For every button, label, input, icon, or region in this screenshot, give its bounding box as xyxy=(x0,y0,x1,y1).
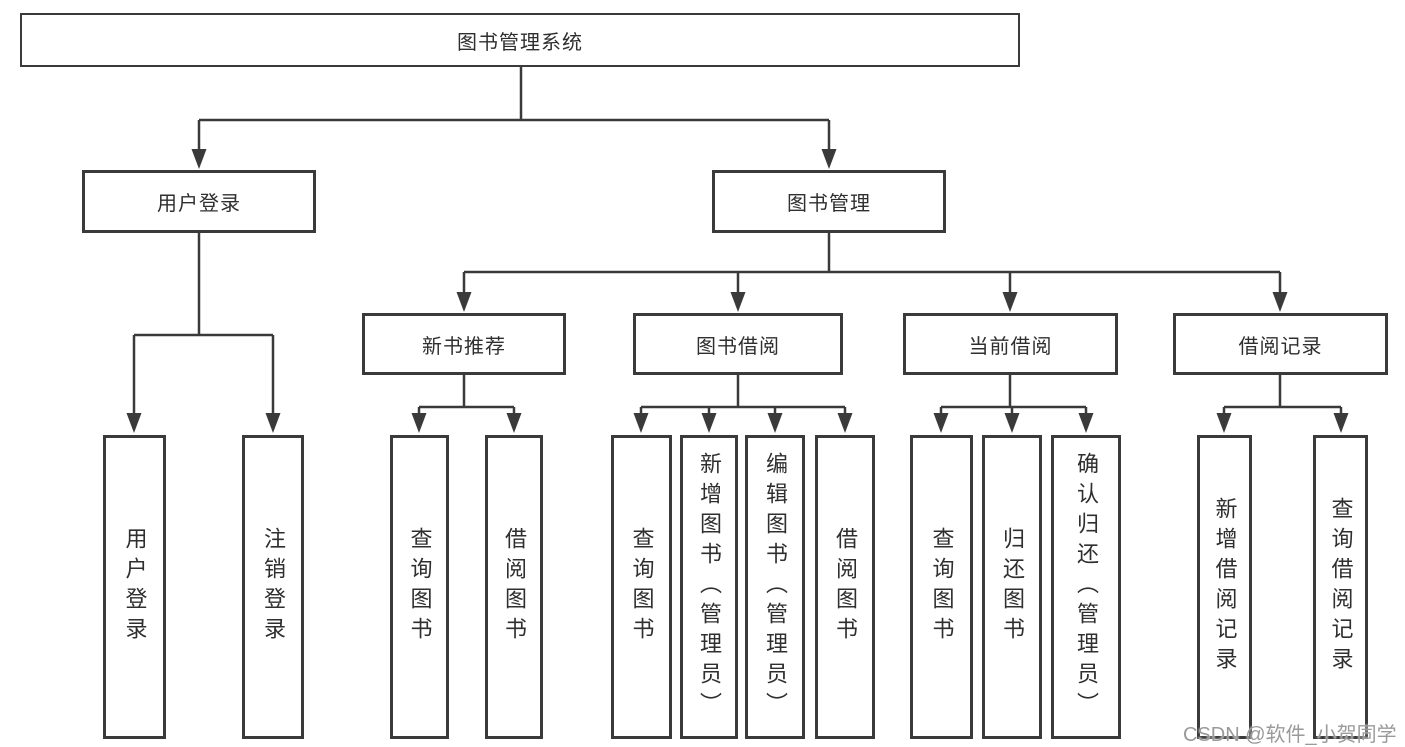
node-leaf-bw-query: 查询图书 xyxy=(611,435,672,739)
node-leaf-cur-return-label: 归还图书 xyxy=(1000,527,1025,647)
node-leaf-login-label: 用户登录 xyxy=(122,527,148,647)
arrowheads xyxy=(126,149,1349,433)
node-leaf-bw-edit-label: 编辑图书（管理员） xyxy=(763,452,788,722)
node-user-login: 用户登录 xyxy=(82,170,316,233)
node-leaf-cur-confirm: 确认归还（管理员） xyxy=(1051,435,1121,739)
node-leaf-cur-confirm-label: 确认归还（管理员） xyxy=(1074,452,1099,722)
node-leaf-bw-borrow-label: 借阅图书 xyxy=(833,527,858,647)
node-leaf-nb-borrow-label: 借阅图书 xyxy=(502,527,527,647)
arrow-current xyxy=(1002,292,1018,312)
node-records: 借阅记录 xyxy=(1173,313,1388,375)
node-records-label: 借阅记录 xyxy=(1238,335,1323,358)
node-leaf-rec-query-label: 查询借阅记录 xyxy=(1328,497,1354,677)
watermark: CSDN @软件_小贺同学 xyxy=(1183,724,1397,746)
node-leaf-login: 用户登录 xyxy=(103,435,166,739)
arrow-records xyxy=(1272,292,1288,312)
node-leaf-rec-add: 新增借阅记录 xyxy=(1197,435,1252,739)
arrow-new-books xyxy=(456,292,472,312)
node-leaf-cur-return: 归还图书 xyxy=(982,435,1042,739)
arrow-bw-edit xyxy=(767,413,783,433)
arrow-book-mgmt xyxy=(821,149,837,169)
arrow-borrowing xyxy=(730,292,746,312)
node-current: 当前借阅 xyxy=(903,313,1118,375)
node-leaf-bw-add-label: 新增图书（管理员） xyxy=(697,452,722,722)
node-leaf-bw-query-label: 查询图书 xyxy=(629,527,655,647)
node-borrowing-label: 图书借阅 xyxy=(696,335,780,358)
node-book-mgmt: 图书管理 xyxy=(712,170,946,233)
node-leaf-cur-query: 查询图书 xyxy=(910,435,973,739)
node-leaf-logout: 注销登录 xyxy=(242,435,304,739)
node-book-mgmt-label: 图书管理 xyxy=(787,193,871,215)
arrow-bw-borrow xyxy=(837,413,853,433)
node-user-login-label: 用户登录 xyxy=(157,193,241,215)
arrow-cur-return xyxy=(1004,413,1020,433)
node-leaf-bw-borrow: 借阅图书 xyxy=(815,435,875,739)
node-root-label: 图书管理系统 xyxy=(457,31,583,54)
arrow-logout xyxy=(265,413,281,433)
node-leaf-cur-query-label: 查询图书 xyxy=(929,527,955,647)
node-leaf-rec-add-label: 新增借阅记录 xyxy=(1212,497,1238,677)
arrow-rec-add xyxy=(1216,413,1232,433)
arrow-login xyxy=(126,413,142,433)
arrow-nb-borrow xyxy=(506,413,522,433)
arrow-bw-add xyxy=(701,413,717,433)
arrow-cur-confirm xyxy=(1078,413,1094,433)
arrow-cur-query xyxy=(933,413,949,433)
arrow-rec-query xyxy=(1333,413,1349,433)
arrow-bw-query xyxy=(633,413,649,433)
node-leaf-nb-query: 查询图书 xyxy=(390,435,449,739)
node-leaf-logout-label: 注销登录 xyxy=(261,527,286,647)
node-current-label: 当前借阅 xyxy=(968,335,1053,358)
arrow-nb-query xyxy=(411,413,427,433)
node-leaf-nb-borrow: 借阅图书 xyxy=(485,435,543,739)
node-leaf-bw-edit: 编辑图书（管理员） xyxy=(745,435,805,739)
node-new-books-label: 新书推荐 xyxy=(422,335,506,358)
arrow-user-login xyxy=(191,149,207,169)
node-leaf-bw-add: 新增图书（管理员） xyxy=(680,435,738,739)
node-new-books: 新书推荐 xyxy=(362,313,566,375)
node-leaf-rec-query: 查询借阅记录 xyxy=(1313,435,1368,739)
node-leaf-nb-query-label: 查询图书 xyxy=(407,527,433,647)
node-borrowing: 图书借阅 xyxy=(633,313,843,375)
node-root: 图书管理系统 xyxy=(20,13,1020,67)
